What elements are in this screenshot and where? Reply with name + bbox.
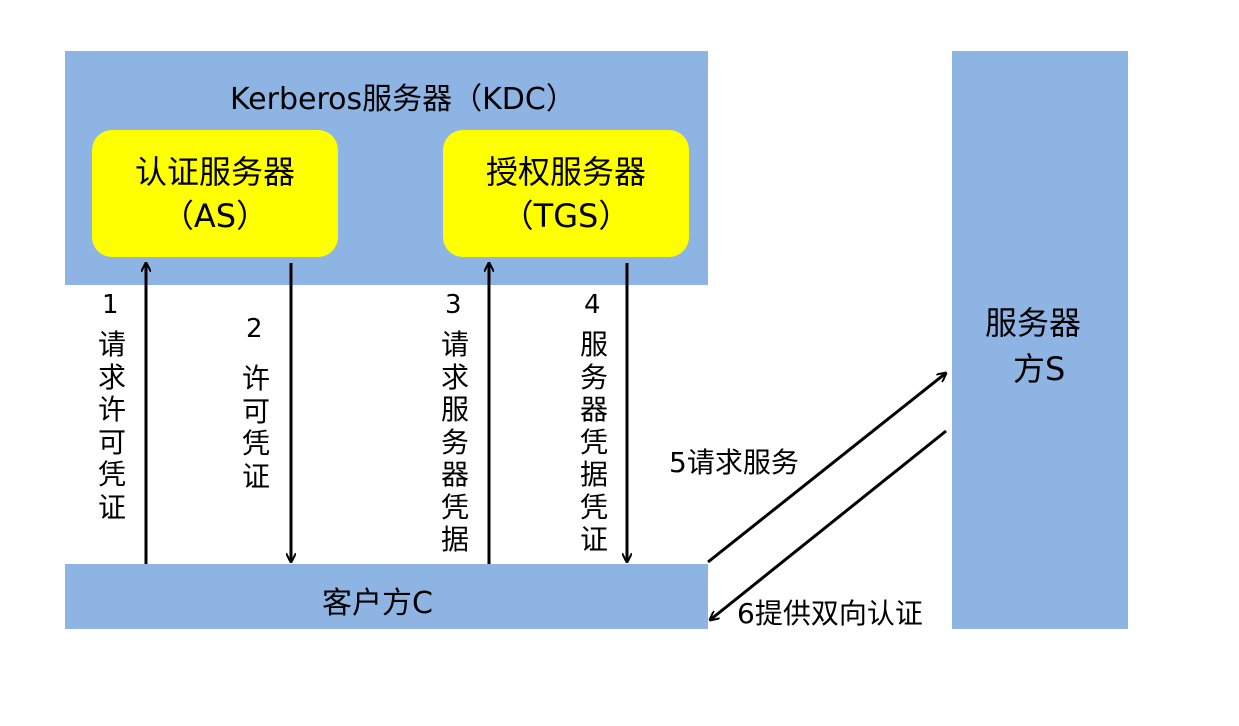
step-6-text: 6提供双向认证 bbox=[737, 597, 923, 630]
server-label-line2: 方S bbox=[1013, 350, 1066, 388]
step-3-text: 请求服务器凭据 bbox=[440, 328, 469, 556]
tgs-abbrev: （TGS） bbox=[501, 196, 631, 235]
step-2-number: 2 bbox=[246, 314, 263, 344]
step-4-number: 4 bbox=[584, 290, 601, 320]
step-5-text: 5请求服务 bbox=[669, 446, 799, 479]
server-label-line1: 服务器 bbox=[985, 304, 1082, 342]
step-3-number: 3 bbox=[445, 290, 462, 320]
step-4-text: 服务器凭据凭证 bbox=[579, 328, 608, 556]
tgs-box: 授权服务器 （TGS） bbox=[443, 130, 689, 257]
step-1-text: 请求许可凭证 bbox=[97, 328, 126, 524]
client-box bbox=[65, 564, 708, 629]
step-1-number: 1 bbox=[102, 290, 119, 320]
tgs-label: 授权服务器 bbox=[485, 152, 646, 191]
as-abbrev: （AS） bbox=[161, 196, 269, 235]
arrow-6-mutual-auth bbox=[710, 429, 947, 620]
as-label: 认证服务器 bbox=[134, 152, 295, 191]
as-box: 认证服务器 （AS） bbox=[92, 130, 338, 257]
kdc-title: Kerberos服务器（KDC） bbox=[230, 82, 576, 117]
arrow-5-service-request bbox=[707, 373, 946, 564]
client-label: 客户方C bbox=[322, 586, 433, 621]
step-2-text: 许可凭证 bbox=[241, 362, 270, 493]
server-box bbox=[952, 51, 1128, 629]
